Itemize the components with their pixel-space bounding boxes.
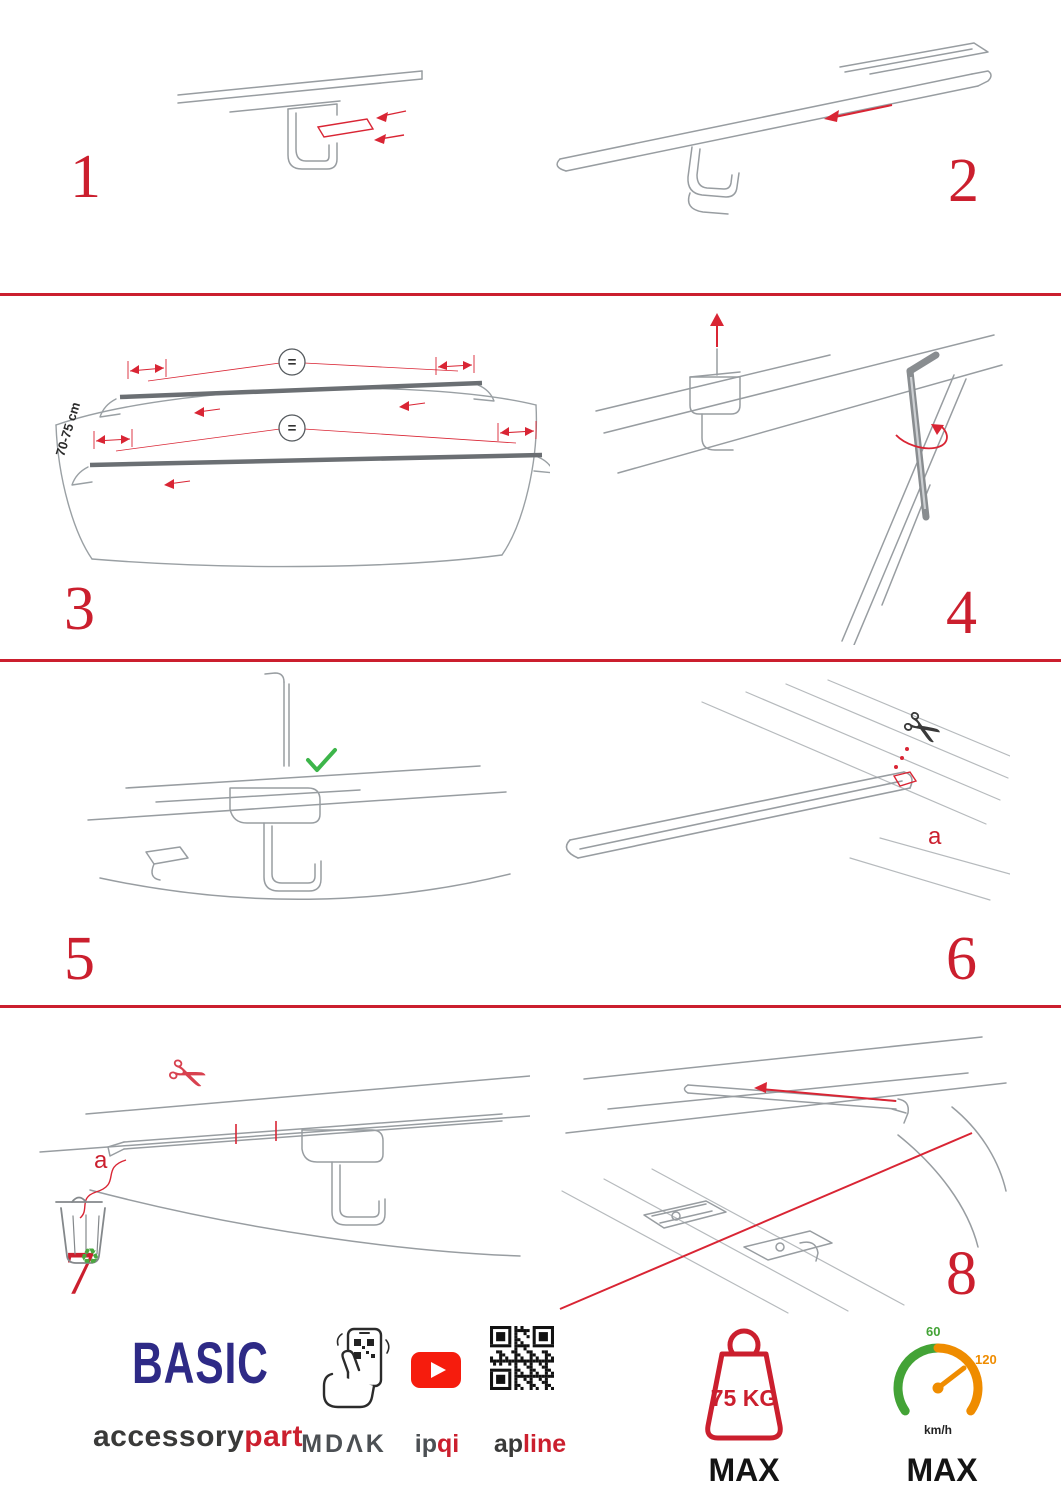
step-2-number: 2 [948,147,979,215]
step-4-number: 4 [946,579,977,647]
speed-unit-label: km/h [924,1423,952,1437]
step-6-cut-strip-diagram: ✂ a [565,679,1010,901]
recycle-icon: ♻ [80,1244,100,1268]
step-6-number: 6 [946,925,977,993]
cut-marks [79,1121,277,1219]
scissors-icon: ✂ [892,697,952,762]
check-icon [306,748,337,772]
speed-max-label: MAX [906,1452,978,1488]
qr-code-icon [490,1326,554,1390]
step-7-number: 7 [64,1240,95,1308]
brand-logo: BASIC [78,1332,322,1397]
equal-symbol: = [288,420,297,437]
weight-icon: 75 KG [705,1328,783,1441]
equal-badge: = = [278,348,306,442]
brand-name: accessorypart [64,1420,332,1454]
equal-symbol: = [288,354,297,371]
trash-icon [55,1196,106,1264]
brand-name-red: part [244,1420,303,1453]
speedometer-icon: 60 120 km/h [893,1324,997,1437]
weight-value: 75 KG [711,1385,777,1411]
step-7-discard-strip-diagram: ✂ a ♻ [39,1044,530,1268]
section-divider [0,1005,1061,1008]
step-1-number: 1 [70,143,101,211]
step-8-alignment-diagram [559,1036,1007,1314]
speed-high-label: 120 [975,1352,997,1367]
crossbars [89,380,543,468]
section-divider [0,659,1061,662]
step-2-slide-bar-diagram [556,42,992,215]
step-5-number: 5 [64,925,95,993]
alignment-lines [559,1082,973,1310]
step-3-spacing-diagram: = = 70-75 cm [53,348,550,568]
slide-arrow [824,104,893,122]
rubber-pad-outline [316,110,407,140]
step-8-number: 8 [946,1240,977,1308]
youtube-icon [411,1352,461,1388]
scissors-icon: ✂ [160,1044,215,1107]
part-a-label: a [94,1147,108,1174]
lift-arrow [710,313,724,347]
step-4-tighten-diagram [595,313,1003,645]
step-1-clamp-insert-diagram [177,70,423,170]
bar-distance-label: 70-75 cm [53,400,84,458]
step-3-number: 3 [64,575,95,643]
insert-arrow [376,112,388,122]
brand-title-text: BASIC [131,1331,269,1397]
strip-end-outline [892,747,918,787]
speed-low-label: 60 [926,1324,940,1339]
section-divider [0,293,1061,296]
phone-qr [354,1339,375,1359]
part-a-label: a [928,823,942,850]
partner-apline: apline [493,1430,567,1458]
phone-scan-icon [322,1327,390,1409]
partner-mdak: MDΛK [301,1430,387,1458]
brand-name-black: accessory [93,1420,245,1453]
weight-max-label: MAX [708,1452,780,1488]
rotate-arrow [895,424,948,450]
partner-ipqi: ipqi [414,1430,460,1458]
step-5-check-diagram [87,672,511,901]
